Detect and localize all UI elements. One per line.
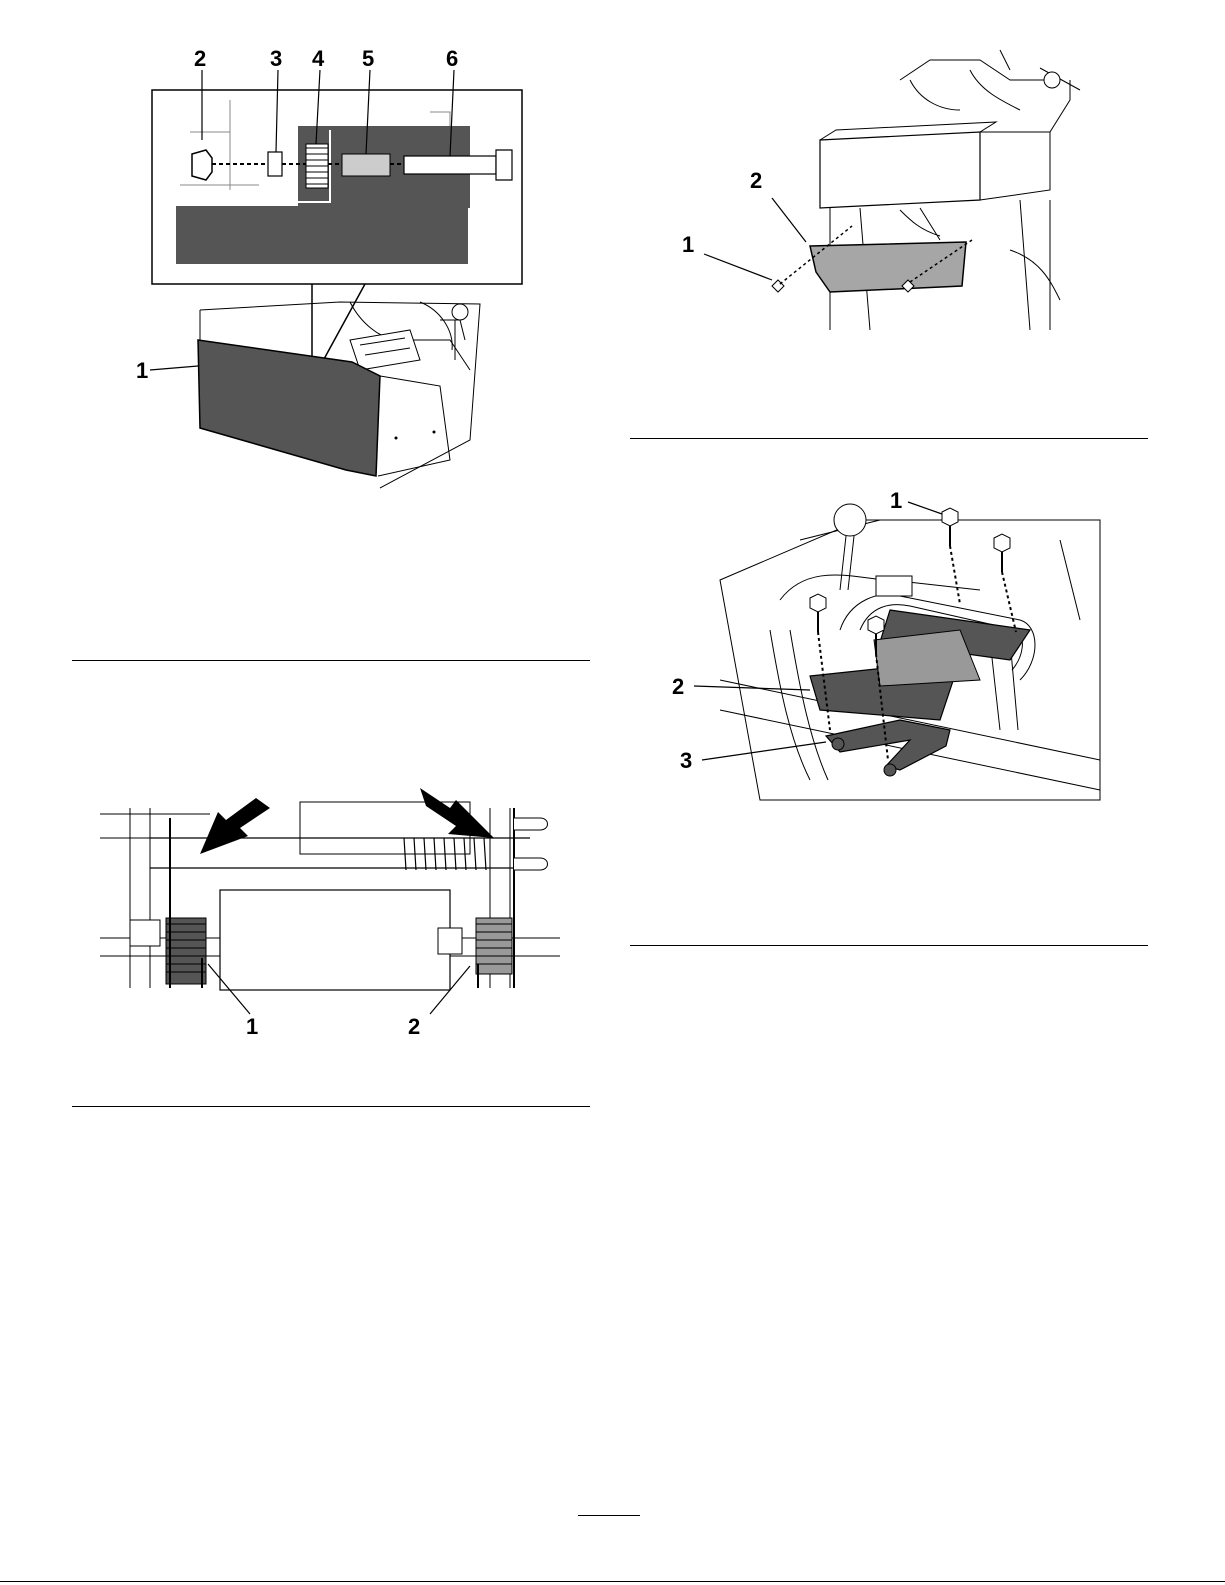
callout-6-label: 6 — [446, 46, 458, 71]
figure-plate-bolts: 1 2 3 — [660, 480, 1110, 820]
callout-1-label: 1 — [136, 358, 148, 383]
nut-part — [192, 150, 212, 180]
callout-2-label: 2 — [672, 674, 684, 699]
divider-left-1 — [72, 660, 590, 661]
callout-5-label: 5 — [362, 46, 374, 71]
callout-1-label: 1 — [890, 488, 902, 513]
spring-left — [166, 818, 206, 988]
figure-spring-assembly: 2 3 4 5 6 1 — [120, 40, 540, 490]
arrow-icon — [200, 798, 270, 854]
divider-right-2 — [630, 945, 1148, 946]
callout-3-label: 3 — [680, 748, 692, 773]
shield-removal-illustration: 2 1 — [680, 40, 1100, 340]
spring-positions-illustration: 1 2 — [90, 778, 570, 1048]
figure-shield-removal: 2 1 — [680, 40, 1100, 340]
plate-bolts-illustration: 1 2 3 — [660, 480, 1110, 820]
spring-assembly-illustration: 2 3 4 5 6 1 — [120, 40, 540, 490]
footer-rule — [0, 1581, 1225, 1582]
figure-spring-positions: 1 2 — [90, 778, 570, 1048]
page-number-line — [578, 1515, 640, 1516]
callout-2-label: 2 — [750, 168, 762, 193]
spring-part — [306, 144, 328, 188]
divider-right-1 — [630, 438, 1148, 439]
callout-1-label: 1 — [246, 1014, 258, 1039]
shield-plate — [810, 242, 966, 292]
callout-3-label: 3 — [270, 46, 282, 71]
callout-4-label: 4 — [312, 46, 325, 71]
divider-left-2 — [72, 1106, 590, 1107]
callout-1-label: 1 — [682, 232, 694, 257]
callout-2-label: 2 — [194, 46, 206, 71]
callout-2-label: 2 — [408, 1014, 420, 1039]
shield-panel — [198, 340, 380, 476]
